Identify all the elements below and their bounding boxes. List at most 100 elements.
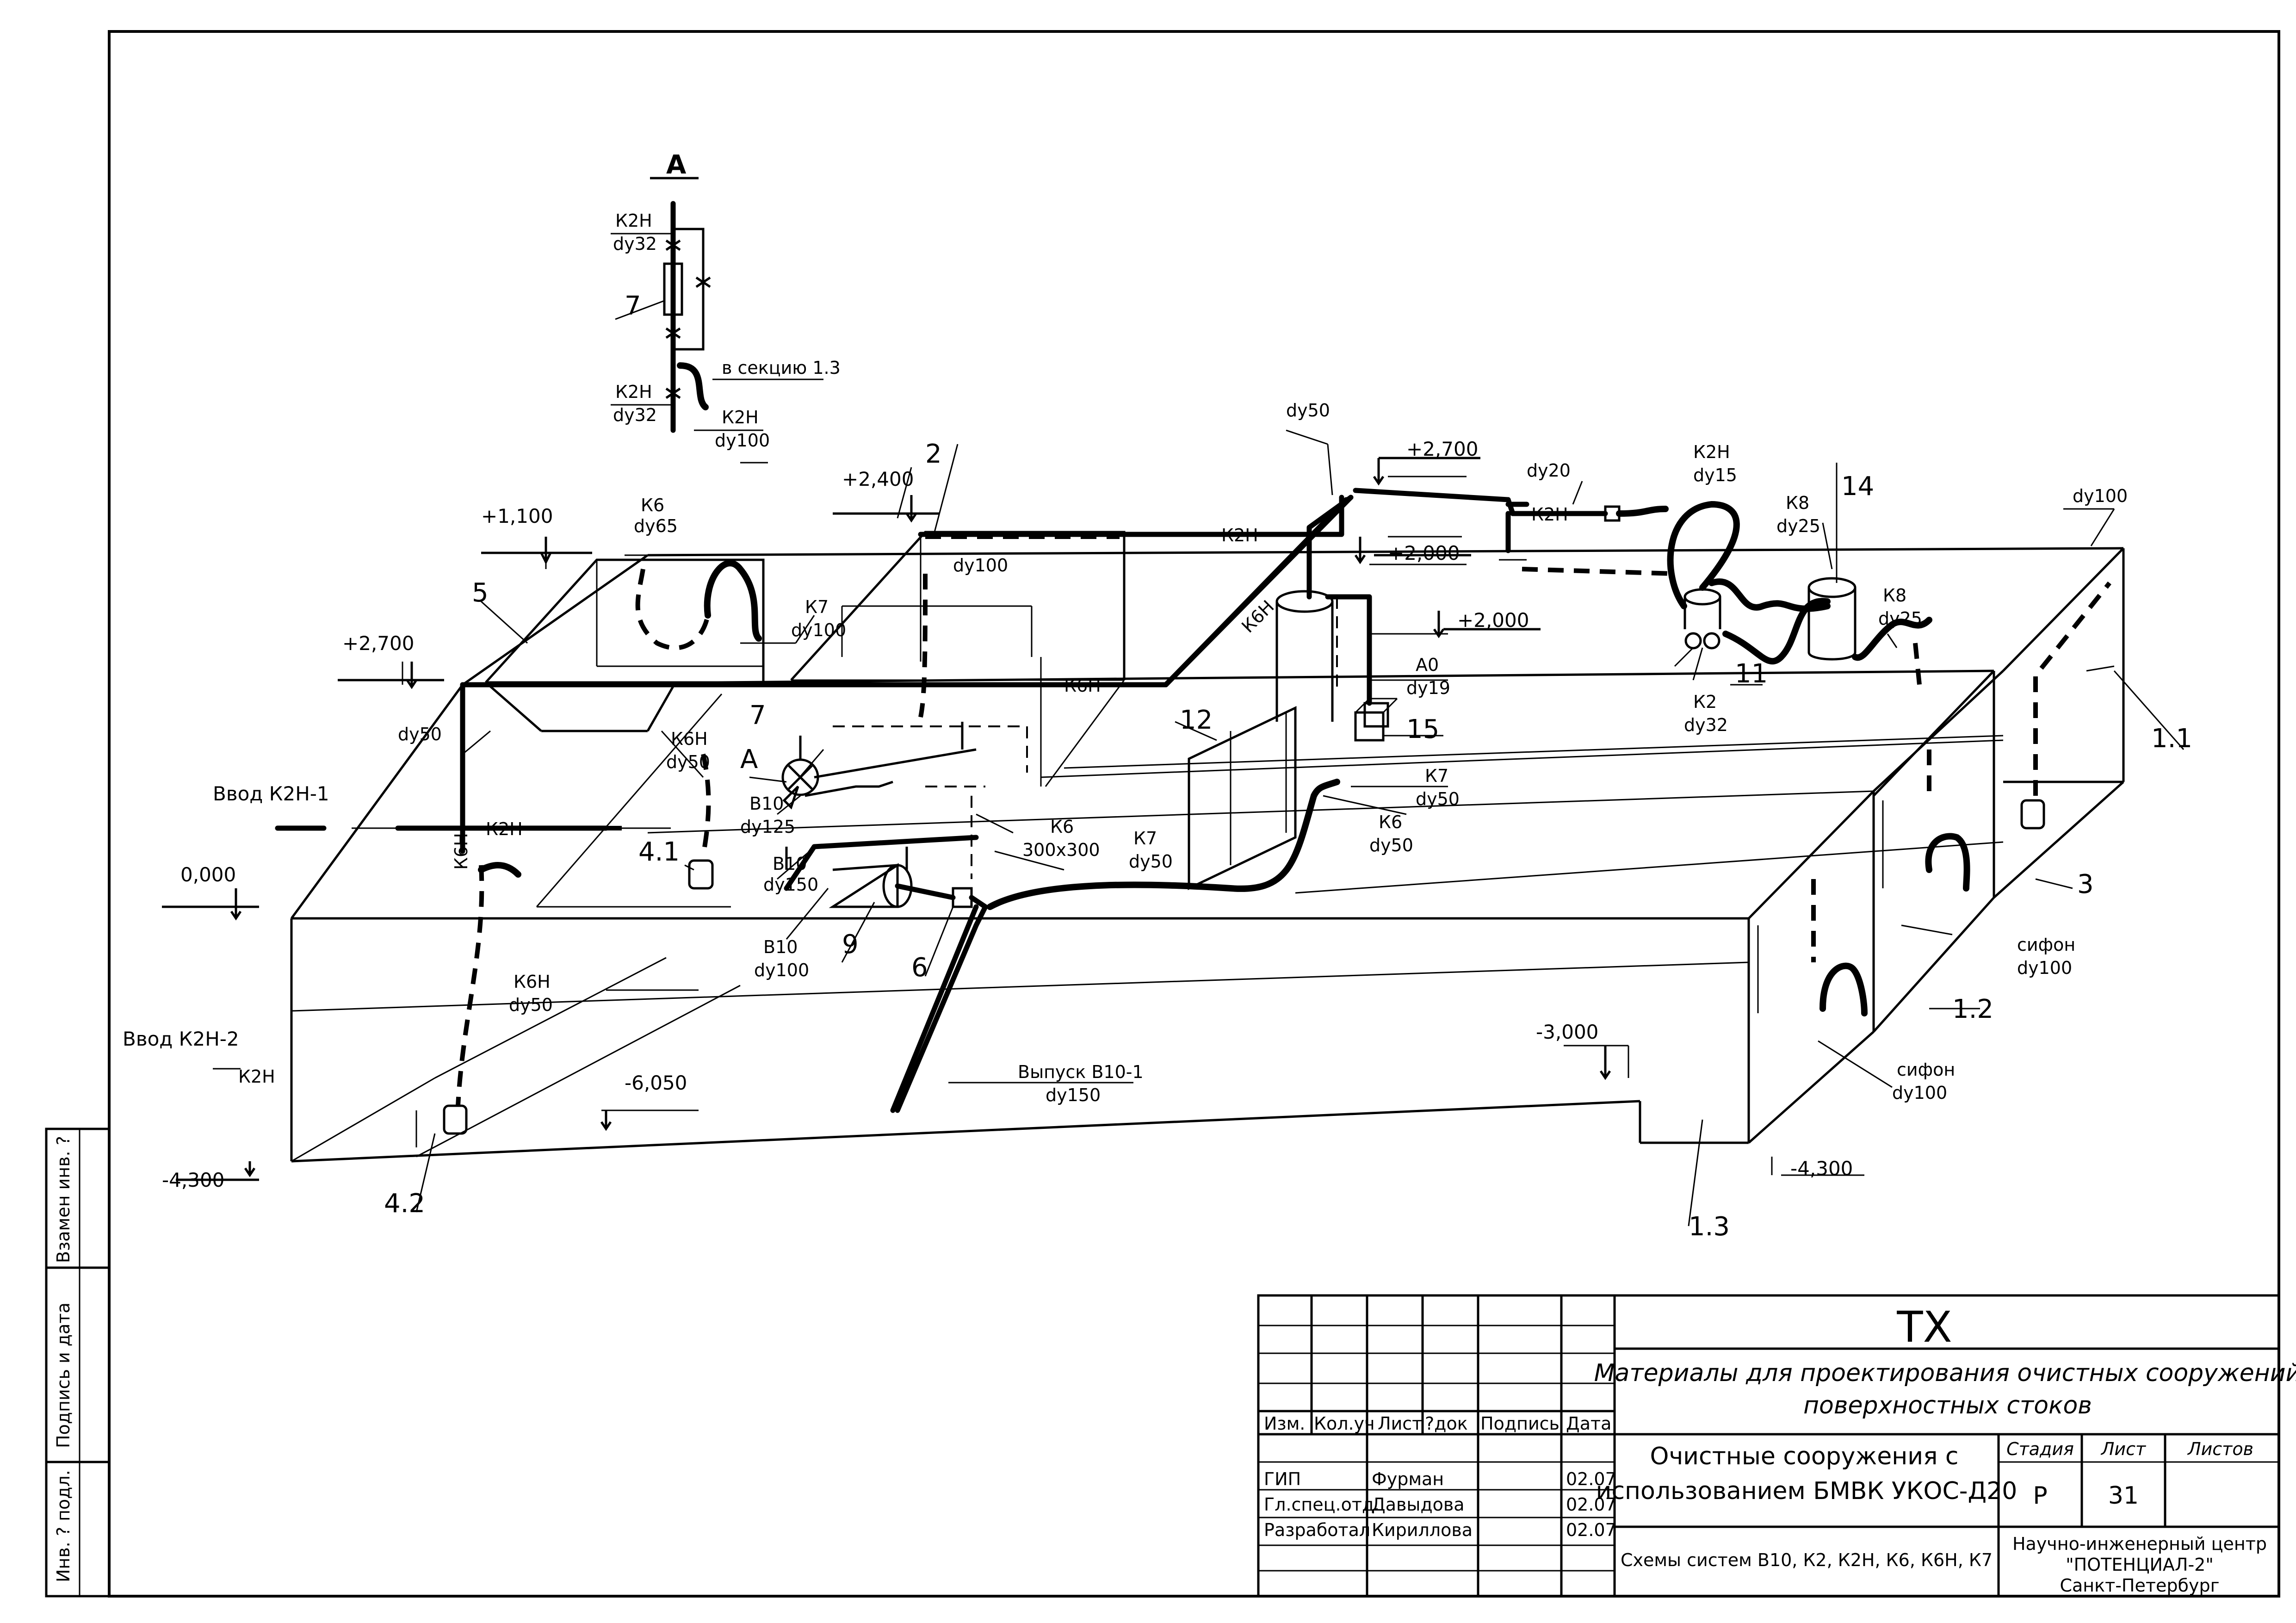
label-a0: А0 <box>1416 655 1439 675</box>
title-block: Изм. Кол.уч Лист ?док Подпись Дата ГИП Ф… <box>1257 1294 2296 1598</box>
label-dy150-a: dy150 <box>763 874 818 895</box>
label-dy50-k7b: dy50 <box>1129 851 1173 872</box>
label-dy50-left: dy50 <box>398 724 442 744</box>
unit-15 <box>1354 698 1398 742</box>
tb-row1-name: Фурман <box>1372 1469 1444 1489</box>
label-lvl-2700-left: +2,700 <box>342 632 414 655</box>
tb-row3-name: Кириллова <box>1372 1520 1473 1540</box>
label-dy32-c: dy32 <box>1684 715 1728 735</box>
label-k7-dy50-b: К7 <box>1133 828 1157 849</box>
label-k2-dy32: К2 <box>1693 692 1717 712</box>
sheet-frame <box>108 30 2280 1598</box>
label-dy100-tank: dy100 <box>953 555 1008 576</box>
label-siphon-a: сифон <box>2017 935 2075 955</box>
tb-col-doc: ?док <box>1425 1413 1468 1434</box>
tb-stage-label: Стадия <box>2006 1439 2074 1459</box>
label-k8-b: К8 <box>1883 585 1906 606</box>
drain-3 <box>2020 581 2111 830</box>
label-k8-a: К8 <box>1786 493 1809 513</box>
label-input-k2n1: Ввод К2Н-1 <box>213 782 329 805</box>
hose-k6n-lower <box>478 862 521 878</box>
pump-7 <box>781 722 977 810</box>
tb-col-data: Дата <box>1566 1413 1611 1434</box>
pipe-k2n-top <box>918 495 1344 537</box>
hose-k2n-right <box>1667 501 1740 609</box>
label-k2n-dy32-b: К2Н <box>615 382 652 402</box>
tb-row3-date: 02.07 <box>1566 1520 1616 1540</box>
label-dy32-b: dy32 <box>613 405 657 425</box>
stamp-vzamen: Взамен инв. ? <box>53 1136 74 1263</box>
tank-5 <box>485 558 765 732</box>
label-item-5: 5 <box>472 578 489 608</box>
pipe-k6-dy65 <box>635 569 710 650</box>
label-dy50-k6n: dy50 <box>666 752 710 772</box>
label-dy100-right: dy100 <box>2073 486 2128 506</box>
label-k6n-dy50: К6Н <box>671 729 708 749</box>
hose-k7 <box>704 560 762 642</box>
equipment-14 <box>1807 577 1857 661</box>
label-input-k2n2: Ввод К2Н-2 <box>123 1028 239 1050</box>
unit-12 <box>1188 706 1297 890</box>
tb-row3-role: Разработал <box>1264 1520 1370 1540</box>
label-item-14: 14 <box>1841 471 1874 502</box>
label-lvl-4300-right: -4,300 <box>1790 1157 1853 1180</box>
detail-a-scheme <box>611 177 823 433</box>
column-ao <box>1275 495 1389 728</box>
tb-sheet-title: Схемы систем В10, К2, К2Н, К6, К6Н, К7 <box>1621 1550 1993 1570</box>
label-lvl-4300-left: -4,300 <box>162 1169 224 1191</box>
tb-sheet-label: Лист <box>2100 1439 2147 1459</box>
label-k2n-top: К2Н <box>1221 525 1258 545</box>
label-lvl-6050: -6,050 <box>625 1072 687 1094</box>
label-dy65: dy65 <box>634 516 678 536</box>
label-dy19: dy19 <box>1406 678 1450 698</box>
tb-row1-role: ГИП <box>1264 1469 1301 1489</box>
label-lvl-2000-a: +2,000 <box>1388 542 1460 564</box>
stamp-podpis-data: Подпись и дата <box>53 1302 74 1448</box>
label-dy125: dy125 <box>740 817 795 837</box>
elevation-markers <box>162 457 1611 1181</box>
tb-sheet-value: 31 <box>2108 1482 2139 1510</box>
label-siphon-b: сифон <box>1897 1059 1955 1080</box>
tb-col-izm: Изм. <box>1264 1413 1305 1434</box>
label-lvl-2700-right: +2,700 <box>1406 438 1478 460</box>
label-siphon-a-dy: dy100 <box>2017 958 2072 978</box>
label-k6-300: К6 <box>1050 817 1074 837</box>
label-lvl-0000: 0,000 <box>180 863 236 886</box>
label-k7-dy100: К7 <box>805 597 829 617</box>
tb-project-line2: поверхностных стоков <box>1803 1392 2092 1419</box>
pipe-k6n-item41 <box>701 753 711 856</box>
tb-project-line1: Материалы для проектирования очистных со… <box>1594 1359 2296 1387</box>
label-item-15: 15 <box>1406 714 1439 744</box>
label-dy25-a: dy25 <box>1776 516 1820 536</box>
label-lvl-2400: +2,400 <box>842 468 914 490</box>
label-size-300: 300х300 <box>1022 840 1100 860</box>
drawing-labels: А К2Н dy32 7 в секцию 1.3 К2Н dy32 К2Н d… <box>123 150 2192 1242</box>
label-item-6: 6 <box>911 953 928 983</box>
label-item-9: 9 <box>842 929 859 960</box>
label-dy50-k7a: dy50 <box>1416 789 1460 809</box>
label-dy32-a: dy32 <box>613 234 657 254</box>
tb-org-line1: Научно-инженерный центр <box>2012 1534 2267 1554</box>
label-lvl-2000-b: +2,000 <box>1457 609 1529 632</box>
label-dy100-top: dy100 <box>715 430 770 451</box>
label-k2n-mid: К2Н <box>486 819 523 839</box>
drain-4-2 <box>443 1104 468 1135</box>
tb-col-list: Лист <box>1378 1413 1422 1434</box>
label-dy50-top: dy50 <box>1286 400 1330 421</box>
pump-9 <box>784 835 988 1113</box>
equipment-11 <box>1683 578 1831 650</box>
label-dy100-b10: dy100 <box>754 960 809 980</box>
tb-org-line2: "ПОТЕНЦИАЛ-2" <box>2066 1555 2214 1575</box>
tb-row2-name: Давыдова <box>1372 1494 1465 1515</box>
tb-object-line2: использованием БМВК УКОС-Д20 <box>1596 1477 2018 1505</box>
label-item-1-3: 1.3 <box>1689 1212 1730 1242</box>
tb-row2-role: Гл.спец.отд. <box>1264 1494 1380 1515</box>
label-dy50-low: dy50 <box>509 995 553 1015</box>
label-k6-dy65: К6 <box>641 495 664 515</box>
label-item-3: 3 <box>2077 869 2094 899</box>
label-lvl-1100: +1,100 <box>481 505 553 527</box>
label-detail-item-7: 7 <box>625 291 641 321</box>
label-b10-dy100: В10 <box>763 937 798 957</box>
label-k7-dy50-a: К7 <box>1425 766 1448 786</box>
